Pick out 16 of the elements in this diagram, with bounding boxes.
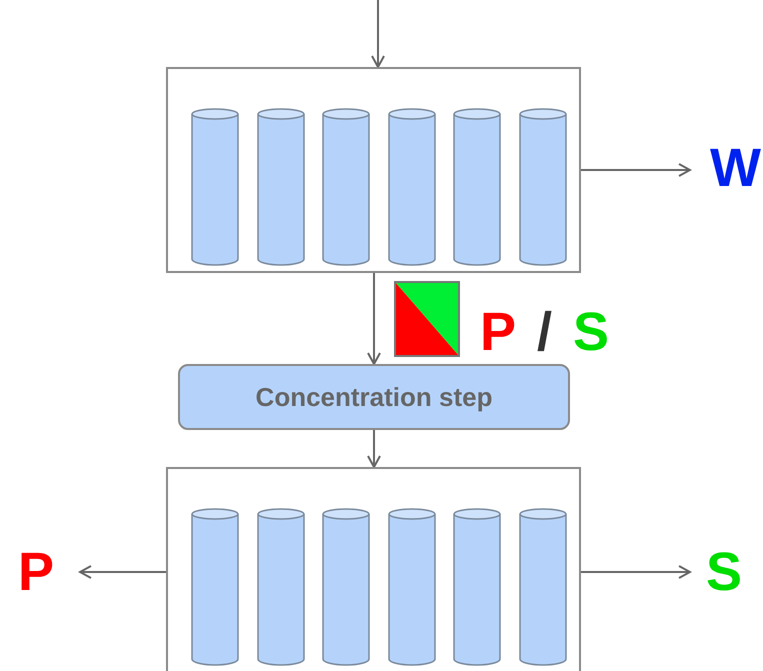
arrow [367,430,381,468]
step-label: Concentration step [256,384,492,410]
stream-label: W [710,138,763,198]
arrow [371,0,385,68]
stream-label: S [573,305,610,359]
arrow [79,565,166,579]
column-frame [166,67,581,273]
arrow [581,565,691,579]
arrow [367,273,381,365]
stream-label: P [18,542,68,602]
stream-label: P [480,305,516,359]
stream-label: S [706,542,756,602]
column-frame [166,467,581,671]
process-box [178,364,570,430]
stream-label: / [537,305,552,359]
arrow [581,163,691,177]
